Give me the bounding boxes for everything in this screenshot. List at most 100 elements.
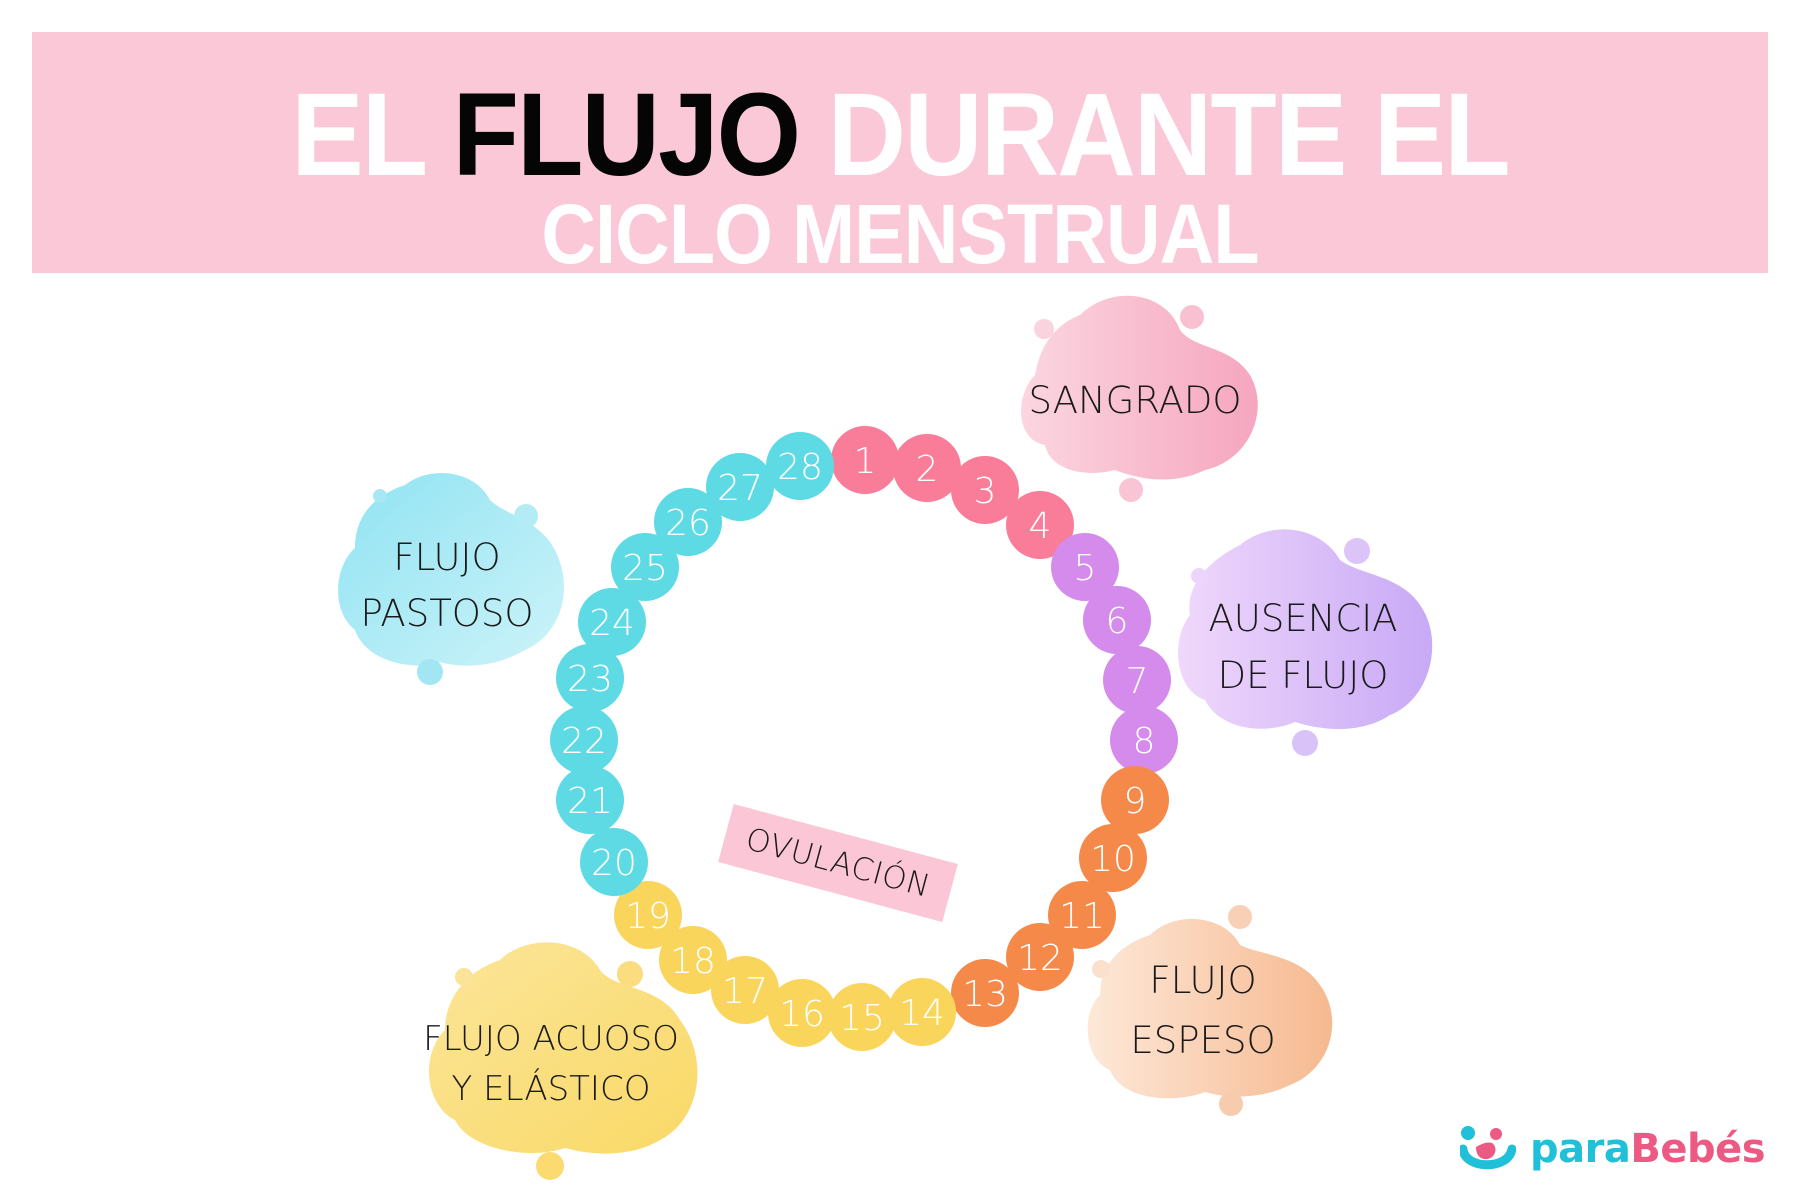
day-number: 10 xyxy=(1090,839,1136,880)
day-number: 2 xyxy=(916,449,939,490)
day-circle-shape xyxy=(659,926,727,994)
day-circle-shape xyxy=(766,432,834,500)
day-circle-19: 19 xyxy=(614,881,682,949)
title-line-2: CICLO MENSTRUAL xyxy=(541,187,1259,281)
phase-label-acuoso-2: Y ELÁSTICO xyxy=(452,1068,651,1109)
day-number: 6 xyxy=(1106,601,1129,642)
logo-text-bebes: Bebés xyxy=(1630,1126,1766,1172)
day-number: 17 xyxy=(722,971,768,1012)
day-number: 21 xyxy=(567,781,613,822)
day-circle-shape xyxy=(578,588,646,656)
day-circle-1: 1 xyxy=(831,426,899,494)
cloud-ausencia: AUSENCIA DE FLUJO xyxy=(1178,529,1433,756)
day-circle-15: 15 xyxy=(828,983,896,1051)
day-circle-shape xyxy=(893,434,961,502)
title-line-1: EL FLUJO DURANTE EL xyxy=(101,76,1698,194)
day-circle-21: 21 xyxy=(556,766,624,834)
day-number: 11 xyxy=(1059,896,1105,937)
phase-label-ausencia-1: AUSENCIA xyxy=(1209,597,1398,640)
day-circle-10: 10 xyxy=(1079,824,1147,892)
phase-label-pastoso-2: PASTOSO xyxy=(360,592,533,635)
day-number: 28 xyxy=(777,447,823,488)
day-number: 20 xyxy=(591,843,637,884)
day-circle-shape xyxy=(951,959,1019,1027)
title-highlight: FLUJO xyxy=(452,69,801,201)
day-number: 5 xyxy=(1074,548,1097,589)
day-circle-shape xyxy=(1083,586,1151,654)
day-number: 9 xyxy=(1124,781,1147,822)
day-number: 25 xyxy=(622,548,668,589)
day-number: 15 xyxy=(839,998,885,1039)
cloud-sangrado: SANGRADO xyxy=(1021,295,1258,502)
day-circle-shape xyxy=(1101,766,1169,834)
logo-text-para: para xyxy=(1530,1126,1631,1172)
day-circle-16: 16 xyxy=(768,979,836,1047)
day-circle-13: 13 xyxy=(951,959,1019,1027)
day-number: 8 xyxy=(1133,721,1156,762)
title-banner: EL FLUJO DURANTE EL CICLO MENSTRUAL xyxy=(32,32,1768,281)
day-circle-shape xyxy=(1006,491,1074,559)
day-circle-23: 23 xyxy=(556,644,624,712)
day-circle-26: 26 xyxy=(654,488,722,556)
cloud-pastoso: FLUJO PASTOSO xyxy=(338,473,564,685)
day-number: 24 xyxy=(589,603,635,644)
phase-label-sangrado: SANGRADO xyxy=(1029,379,1242,422)
day-circle-17: 17 xyxy=(711,956,779,1024)
day-circle-shape xyxy=(1103,646,1171,714)
day-circle-27: 27 xyxy=(706,453,774,521)
day-circle-7: 7 xyxy=(1103,646,1171,714)
day-number: 18 xyxy=(670,941,716,982)
day-circle-shape xyxy=(556,644,624,712)
cloud-espeso: FLUJO ESPESO xyxy=(1087,905,1333,1116)
day-number: 1 xyxy=(854,441,877,482)
day-circle-shape xyxy=(611,533,679,601)
phase-label-espeso-2: ESPESO xyxy=(1130,1019,1275,1062)
day-circle-9: 9 xyxy=(1101,766,1169,834)
day-circle-shape xyxy=(711,956,779,1024)
day-circle-6: 6 xyxy=(1083,586,1151,654)
day-circle-14: 14 xyxy=(888,978,956,1046)
day-number: 4 xyxy=(1029,506,1052,547)
day-circle-shape xyxy=(614,881,682,949)
day-number: 14 xyxy=(899,993,945,1034)
day-circle-shape xyxy=(828,983,896,1051)
day-number: 23 xyxy=(567,659,613,700)
title-pre: EL xyxy=(291,69,453,201)
day-circle-shape xyxy=(706,453,774,521)
day-number: 22 xyxy=(561,721,607,762)
day-circle-22: 22 xyxy=(550,706,618,774)
day-circle-8: 8 xyxy=(1110,706,1178,774)
smiley-logo-icon xyxy=(1460,1126,1516,1170)
phase-label-acuoso-1: FLUJO ACUOSO xyxy=(423,1019,679,1059)
cloud-acuoso: FLUJO ACUOSO Y ELÁSTICO xyxy=(423,942,698,1180)
day-circle-20: 20 xyxy=(580,828,648,896)
day-circle-shape xyxy=(550,706,618,774)
day-number: 26 xyxy=(665,503,711,544)
day-circle-shape xyxy=(1051,533,1119,601)
phase-label-espeso-1: FLUJO xyxy=(1149,959,1256,1002)
day-circle-shape xyxy=(654,488,722,556)
day-circle-28: 28 xyxy=(766,432,834,500)
day-circle-shape xyxy=(1110,706,1178,774)
day-circle-shape xyxy=(951,456,1019,524)
day-circle-shape xyxy=(1048,881,1116,949)
day-circle-shape xyxy=(768,979,836,1047)
title-post: DURANTE EL xyxy=(799,69,1511,201)
day-number: 19 xyxy=(625,896,671,937)
day-number: 7 xyxy=(1126,661,1149,702)
day-circle-12: 12 xyxy=(1006,923,1074,991)
day-circle-3: 3 xyxy=(951,456,1019,524)
day-circle-5: 5 xyxy=(1051,533,1119,601)
day-circle-shape xyxy=(1006,923,1074,991)
day-circle-shape xyxy=(831,426,899,494)
day-circle-24: 24 xyxy=(578,588,646,656)
day-circle-25: 25 xyxy=(611,533,679,601)
day-circle-shape xyxy=(556,766,624,834)
day-circle-4: 4 xyxy=(1006,491,1074,559)
phase-label-ausencia-2: DE FLUJO xyxy=(1218,654,1389,697)
phase-label-pastoso-1: FLUJO xyxy=(393,536,500,579)
day-number: 12 xyxy=(1017,938,1063,979)
